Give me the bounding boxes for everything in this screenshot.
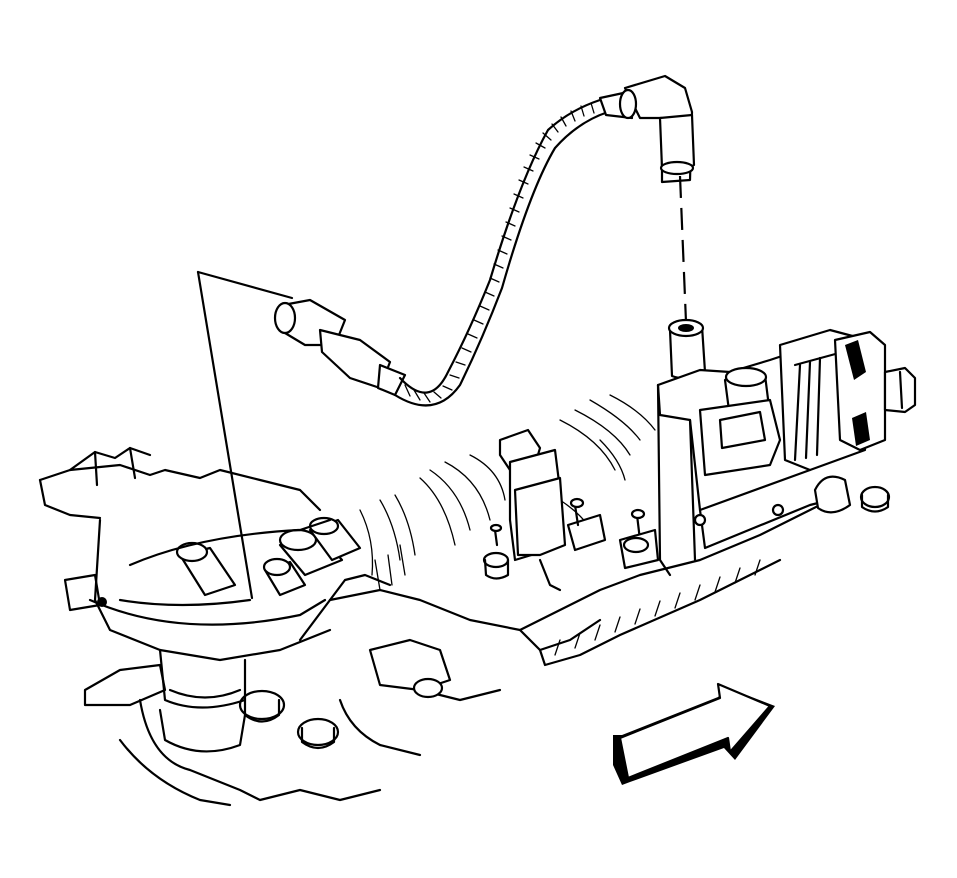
intake-manifold xyxy=(83,485,891,807)
distributor-tower xyxy=(175,541,237,597)
bolt xyxy=(238,689,286,723)
distributor xyxy=(38,446,362,753)
distributor-tower xyxy=(262,557,307,597)
spark-plug-wire xyxy=(273,74,696,407)
distributor-tower xyxy=(308,516,362,562)
direction-arrow xyxy=(613,682,775,785)
engine-hatching xyxy=(359,394,656,591)
bolt xyxy=(412,677,444,699)
bolt xyxy=(859,485,891,513)
center-sensor xyxy=(482,428,660,592)
callout-leader xyxy=(196,270,294,600)
alignment-line xyxy=(678,175,688,323)
bolt xyxy=(296,717,340,750)
ignition-coil xyxy=(656,318,917,577)
